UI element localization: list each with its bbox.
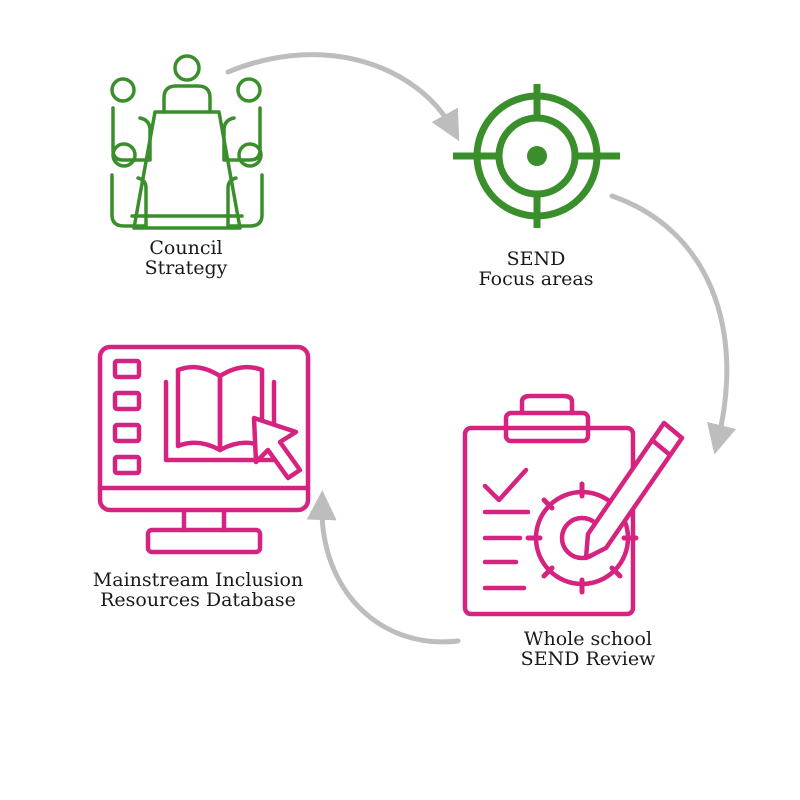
target-icon	[453, 84, 620, 228]
node-label-line: Council	[149, 237, 223, 259]
arrow-council-to-send	[225, 52, 460, 142]
node-label-line: Whole school	[523, 628, 653, 650]
node-label-review: Whole school SEND Review	[488, 629, 688, 669]
node-label-line: SEND Review	[520, 648, 656, 670]
node-label-line: Focus areas	[478, 268, 594, 290]
meeting-table-icon	[110, 54, 264, 230]
monitor-book-cursor-icon	[97, 344, 311, 555]
arrow-send-to-review	[609, 193, 737, 455]
node-label-line: SEND	[506, 248, 566, 270]
node-label-line: Resources Database	[100, 589, 296, 611]
node-label-line: Strategy	[144, 257, 228, 279]
node-label-council: Council Strategy	[96, 238, 276, 278]
clipboard-gear-pencil-icon	[462, 393, 685, 617]
node-label-database: Mainstream Inclusion Resources Database	[58, 570, 338, 610]
node-label-line: Mainstream Inclusion	[92, 569, 304, 591]
arrow-review-to-database	[306, 490, 461, 645]
node-label-send: SEND Focus areas	[446, 249, 626, 289]
